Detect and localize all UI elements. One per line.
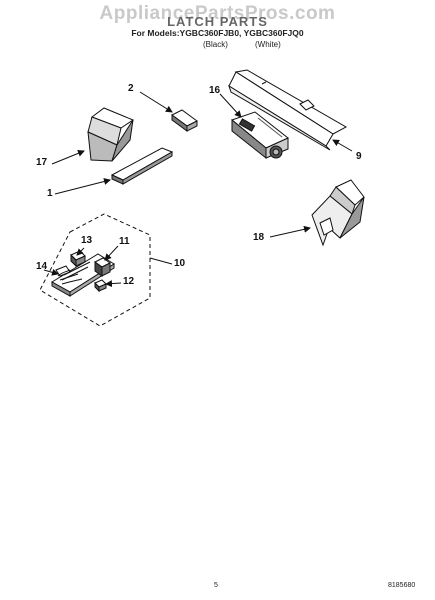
diagram-title: LATCH PARTS bbox=[167, 14, 268, 29]
part-9-bracket bbox=[228, 69, 348, 151]
callout-17: 17 bbox=[36, 157, 48, 168]
model-numbers: For Models:YGBC360FJB0, YGBC360FJQ0 bbox=[131, 28, 304, 38]
color-label-black: (Black) bbox=[203, 40, 228, 49]
color-label-white: (White) bbox=[255, 40, 281, 49]
callout-1: 1 bbox=[47, 188, 53, 199]
part-17-shield bbox=[87, 107, 135, 162]
leader-lines bbox=[43, 91, 353, 288]
callout-16: 16 bbox=[209, 85, 221, 96]
callout-11: 11 bbox=[119, 236, 130, 247]
part-14-wire-harness bbox=[57, 269, 83, 285]
part-10-switch-assembly bbox=[51, 250, 115, 297]
part-1-strip bbox=[110, 147, 174, 185]
callout-10: 10 bbox=[174, 258, 186, 269]
part-2-block bbox=[171, 109, 198, 132]
part-12-clip bbox=[94, 279, 107, 293]
callout-2: 2 bbox=[128, 83, 134, 94]
callout-18: 18 bbox=[253, 232, 265, 243]
part-16-latch-assembly bbox=[230, 111, 289, 160]
callout-9: 9 bbox=[356, 151, 362, 162]
document-number: 8185680 bbox=[388, 582, 416, 589]
callout-12: 12 bbox=[123, 276, 135, 287]
page-number: 5 bbox=[214, 582, 218, 589]
callout-14: 14 bbox=[36, 261, 48, 272]
part-18-bracket bbox=[311, 179, 365, 247]
part-11-switch bbox=[94, 257, 111, 277]
callout-13: 13 bbox=[81, 235, 93, 246]
watermark-text: AppliancePartsPros.com bbox=[99, 3, 336, 24]
part-10-dashed-outline bbox=[39, 213, 151, 327]
